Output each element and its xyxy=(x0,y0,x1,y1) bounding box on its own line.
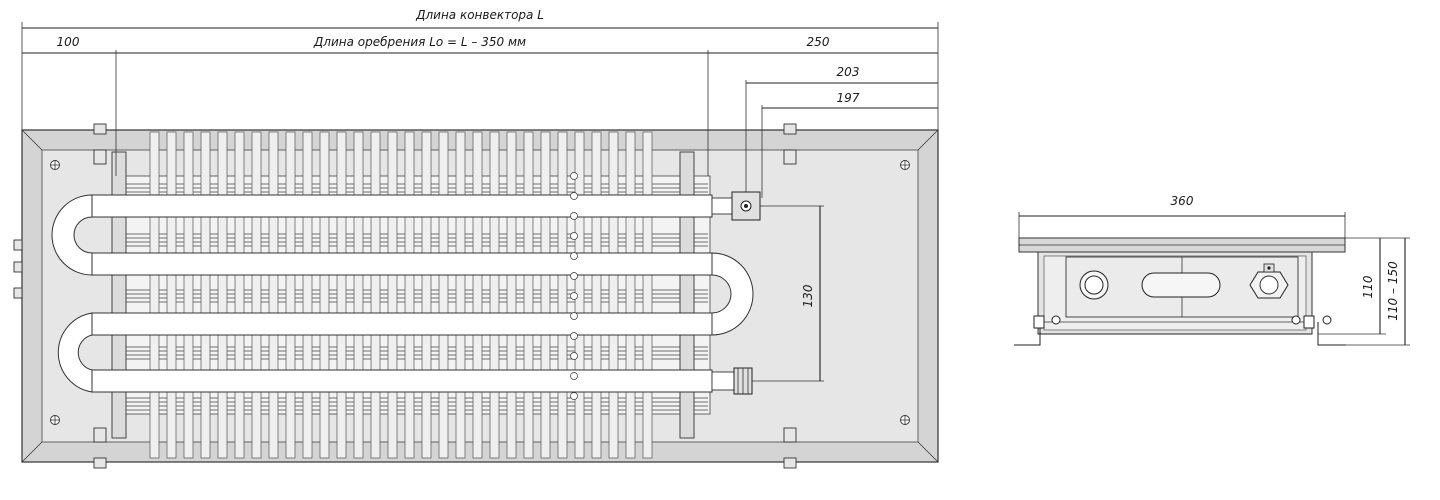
dim-convector-length: Длина конвектора L xyxy=(415,8,544,22)
top-view-dimensions: Длина конвектора L 100 Длина оребрения L… xyxy=(21,8,939,382)
outlet-connection xyxy=(711,367,753,395)
side-valve-nut xyxy=(1249,263,1289,299)
dim-right-offset: 250 xyxy=(807,35,830,49)
dim-left-offset: 100 xyxy=(57,35,80,49)
dim-outlet-b: 197 xyxy=(837,91,860,105)
corner-screws xyxy=(50,160,910,425)
left-end-plate xyxy=(111,151,127,439)
dim-outlet-a: 203 xyxy=(837,65,860,79)
dim-fin-length: Длина оребрения Lо = L – 350 мм xyxy=(313,35,526,49)
mounting-brackets xyxy=(13,123,797,469)
heat-exchanger-pipes xyxy=(51,194,754,393)
dim-width: 360 xyxy=(1171,194,1194,208)
dim-pipe-spacing: 130 xyxy=(801,284,815,307)
fin-fasteners xyxy=(570,172,578,400)
top-view xyxy=(13,123,939,469)
dim-height: 110 xyxy=(1361,275,1375,298)
side-slot xyxy=(1141,272,1221,298)
side-view xyxy=(1014,237,1346,346)
side-feet xyxy=(1014,315,1346,346)
right-end-plate xyxy=(679,151,695,439)
dim-height-range: 110 – 150 xyxy=(1386,261,1400,321)
side-view-dimensions: 360 110 110 – 150 xyxy=(1018,194,1410,346)
decorative-grille-bars xyxy=(149,131,653,459)
